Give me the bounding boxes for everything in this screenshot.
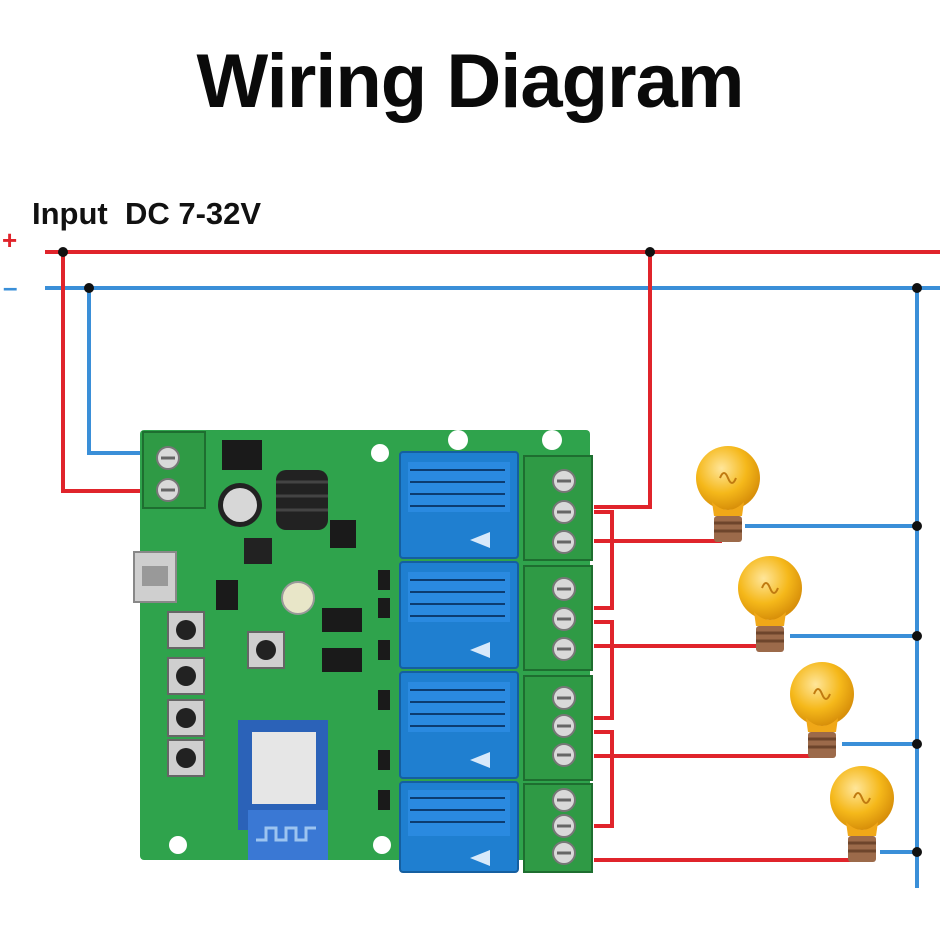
- rf-receiver-coil: [276, 470, 328, 530]
- negative-feed-wire: [87, 288, 150, 455]
- junction-dot: [84, 283, 94, 293]
- smd-components: [378, 570, 390, 810]
- lamp-live-wires: [594, 539, 862, 862]
- relay-2: [399, 561, 519, 669]
- power-feed-wires: [58, 247, 922, 509]
- ic-chip: [330, 520, 356, 548]
- junction-dot: [912, 521, 922, 531]
- output-terminal-2: [523, 565, 593, 671]
- positive-symbol: +: [2, 225, 18, 255]
- bridge-wire: [594, 730, 614, 828]
- pcb-board: [140, 430, 590, 860]
- regulator-chip: [222, 440, 262, 470]
- relay-1: [399, 451, 519, 559]
- push-buttons: [167, 611, 285, 777]
- junction-dot: [912, 847, 922, 857]
- relay-common-feed: [594, 252, 652, 509]
- relay-3: [399, 671, 519, 779]
- buzzer: [281, 581, 315, 615]
- ic-chip: [322, 608, 362, 632]
- mounting-hole: [373, 836, 391, 854]
- lamp-neutral-wires: [745, 521, 922, 857]
- junction-dot: [58, 247, 68, 257]
- supply-rails: [45, 250, 940, 888]
- mounting-hole: [169, 836, 187, 854]
- output-terminals: [523, 455, 593, 873]
- mounting-hole: [448, 430, 468, 450]
- positive-feed-wire: [61, 252, 150, 493]
- relay-4: [399, 781, 519, 873]
- wifi-module: [238, 720, 328, 860]
- negative-symbol: –: [3, 272, 18, 302]
- input-voltage-label: Input DC 7-32V: [32, 196, 262, 231]
- mounting-hole: [371, 444, 389, 462]
- junction-dot: [912, 283, 922, 293]
- relay-module-board: [133, 430, 593, 873]
- relays: [399, 451, 519, 873]
- ic-chip: [216, 580, 238, 610]
- bridge-wire: [594, 510, 614, 610]
- mounting-hole: [542, 430, 562, 450]
- output-terminal-4: [523, 783, 593, 873]
- junction-dot: [912, 631, 922, 641]
- power-input-terminal: [142, 431, 206, 509]
- ic-chip: [322, 648, 362, 672]
- inductor: [244, 538, 272, 564]
- common-bridge-wires: [594, 510, 614, 828]
- junction-dot: [645, 247, 655, 257]
- output-terminal-3: [523, 675, 593, 781]
- bridge-wire: [594, 620, 614, 720]
- page-title: Wiring Diagram: [196, 39, 745, 124]
- output-terminal-1: [523, 455, 593, 561]
- light-bulb-icon: [696, 446, 760, 542]
- push-button: [247, 631, 285, 669]
- junction-dot: [912, 739, 922, 749]
- light-bulb-icon: [738, 556, 802, 652]
- light-bulb-icon: [790, 662, 854, 758]
- push-button: [167, 699, 205, 737]
- light-bulb-icon: [830, 766, 894, 862]
